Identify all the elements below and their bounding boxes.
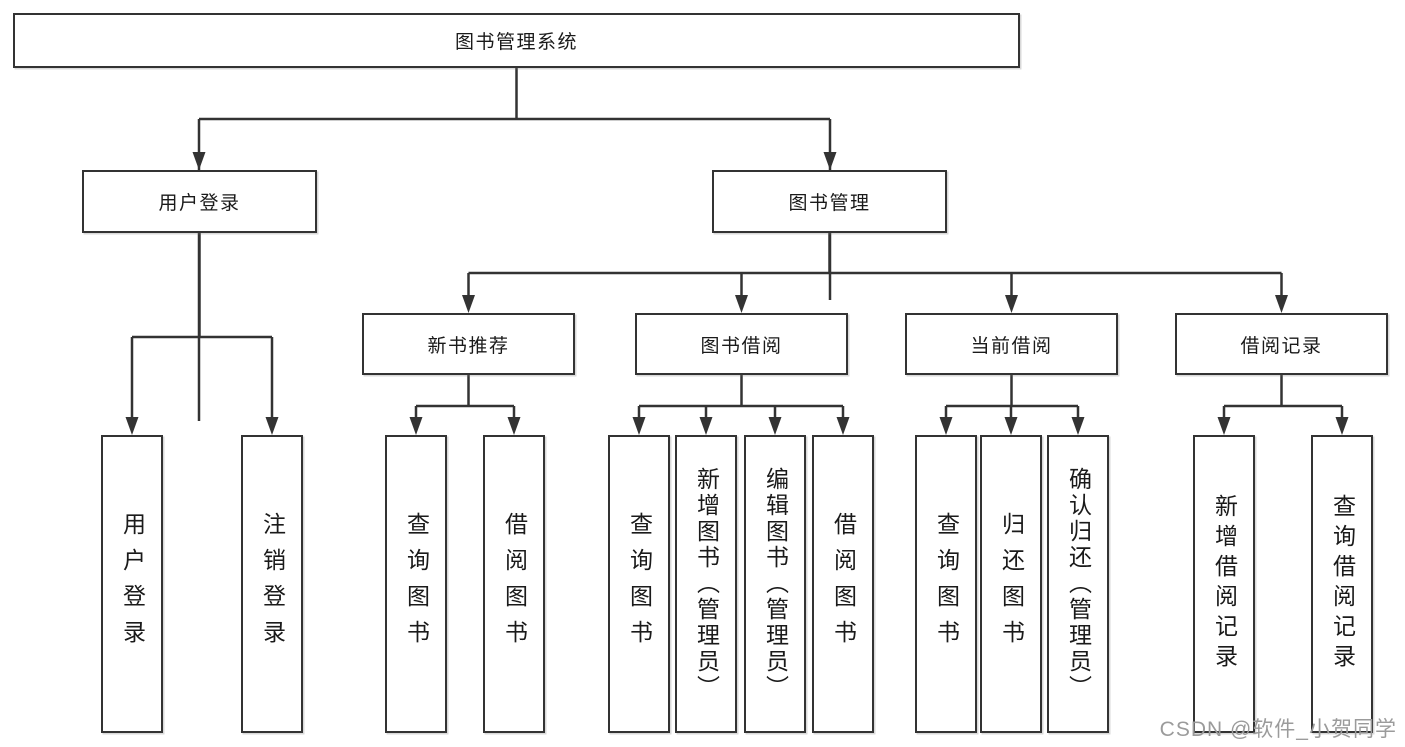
- node-book-management: 图书管理: [712, 170, 947, 233]
- node-label: 图书管理: [788, 193, 871, 214]
- node-user-login: 用户登录: [82, 170, 317, 233]
- node-label: 查询图书: [933, 512, 960, 656]
- node-label: 确认归还（管理员）: [1065, 467, 1092, 701]
- arrow-heads: [125, 152, 1349, 435]
- leaf-borrow-book-recommend: 借阅图书: [483, 435, 545, 733]
- node-label: 图书管理系统: [454, 32, 578, 53]
- node-label: 借阅图书: [501, 512, 528, 656]
- node-label: 查询借阅记录: [1329, 494, 1356, 674]
- leaf-query-book-current: 查询图书: [915, 435, 977, 733]
- leaf-edit-book-admin: 编辑图书（管理员）: [744, 435, 806, 733]
- leaf-query-borrow-record: 查询借阅记录: [1311, 435, 1373, 733]
- leaf-return-book: 归还图书: [980, 435, 1042, 733]
- node-label: 图书借阅: [700, 335, 783, 357]
- node-book-borrow: 图书借阅: [635, 313, 848, 375]
- node-library-management-system: 图书管理系统: [13, 13, 1020, 68]
- node-label: 查询图书: [403, 512, 430, 656]
- node-label: 用户登录: [158, 193, 241, 214]
- leaf-borrow-book: 借阅图书: [812, 435, 874, 733]
- node-current-borrow: 当前借阅: [905, 313, 1118, 375]
- node-label: 新书推荐: [427, 335, 510, 357]
- node-label: 用户登录: [119, 512, 146, 656]
- leaf-add-book-admin: 新增图书（管理员）: [675, 435, 737, 733]
- leaf-add-borrow-record: 新增借阅记录: [1193, 435, 1255, 733]
- leaf-confirm-return-admin: 确认归还（管理员）: [1047, 435, 1109, 733]
- csdn-watermark: CSDN @软件_小贺同学: [1159, 718, 1397, 741]
- node-label: 查询图书: [626, 512, 653, 656]
- node-new-book-recommend: 新书推荐: [362, 313, 575, 375]
- node-label: 注销登录: [259, 512, 286, 656]
- node-label: 编辑图书（管理员）: [762, 467, 789, 701]
- node-label: 借阅图书: [830, 512, 857, 656]
- leaf-query-book-borrow: 查询图书: [608, 435, 670, 733]
- node-label: 新增图书（管理员）: [693, 467, 720, 701]
- node-borrow-record: 借阅记录: [1175, 313, 1388, 375]
- leaf-query-book-recommend: 查询图书: [385, 435, 447, 733]
- node-label: 当前借阅: [970, 335, 1053, 357]
- leaf-user-login: 用户登录: [101, 435, 163, 733]
- node-label: 借阅记录: [1240, 335, 1323, 357]
- node-label: 新增借阅记录: [1211, 494, 1238, 674]
- node-label: 归还图书: [998, 512, 1025, 656]
- leaf-logout: 注销登录: [241, 435, 303, 733]
